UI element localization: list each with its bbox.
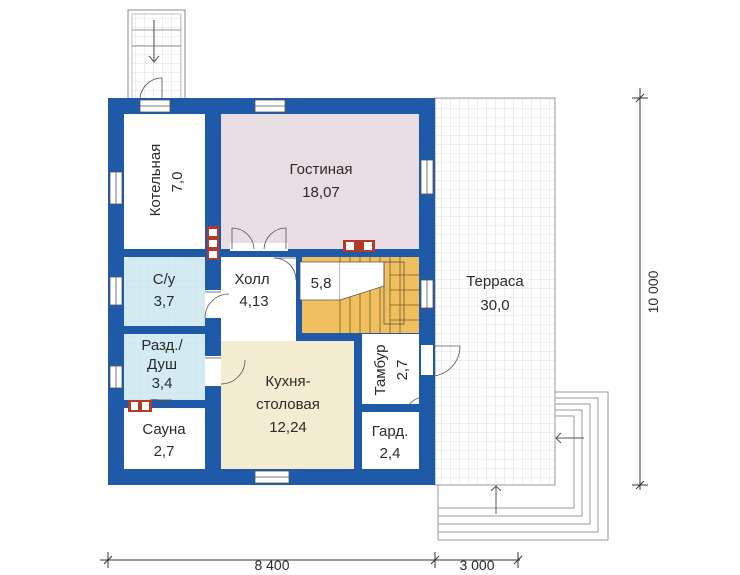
label-boiler-name: Котельная <box>147 144 164 217</box>
terrace-area <box>434 97 556 486</box>
label-vestibule-area: 2,7 <box>394 360 411 381</box>
label-terrace-area: 30,0 <box>480 297 509 314</box>
label-sauna-name: Сауна <box>142 421 186 438</box>
label-boiler-area: 7,0 <box>169 172 186 193</box>
label-sauna-area: 2,7 <box>154 443 175 460</box>
dimension-lines <box>100 88 648 568</box>
label-bath-area: 3,7 <box>154 293 175 310</box>
label-stair-area: 5,8 <box>311 275 332 292</box>
stair-run <box>299 257 419 333</box>
terrace-steps-right <box>437 391 609 541</box>
room-living <box>221 114 419 249</box>
label-living-name: Гостиная <box>290 161 353 178</box>
label-terrace-name: Терраса <box>466 273 524 290</box>
label-wardrobe-area: 2,4 <box>380 445 401 462</box>
label-kitchen-name2: столовая <box>256 396 320 413</box>
room-vestibule <box>362 334 419 404</box>
doors <box>149 227 461 413</box>
label-kitchen-area: 12,24 <box>269 419 307 436</box>
label-dressing-name2: Душ <box>147 356 177 373</box>
label-hall-name: Холл <box>234 271 269 288</box>
room-hall <box>221 257 296 333</box>
label-living-area: 18,07 <box>302 184 340 201</box>
top-entrance-steps <box>127 9 186 101</box>
label-bath-name: С/у <box>153 271 176 288</box>
chimneys <box>128 226 375 412</box>
dim-depth: 10 000 <box>645 270 661 313</box>
label-dressing-area: 3,4 <box>152 375 173 392</box>
windows <box>109 99 434 484</box>
label-vestibule-name: Тамбур <box>372 345 389 396</box>
room-wardrobe <box>362 412 419 469</box>
dim-width-main: 8 400 <box>254 557 289 573</box>
room-sauna <box>124 408 205 469</box>
terrace-step-arrows <box>490 432 584 514</box>
label-kitchen-name1: Кухня- <box>265 373 310 390</box>
label-wardrobe-name: Гард. <box>372 423 409 440</box>
label-hall-area: 4,13 <box>239 293 268 310</box>
room-boiler <box>124 114 205 249</box>
room-kitchen <box>221 341 354 469</box>
dim-width-terrace: 3 000 <box>459 557 494 573</box>
label-dressing-name1: Разд./ <box>141 337 183 354</box>
